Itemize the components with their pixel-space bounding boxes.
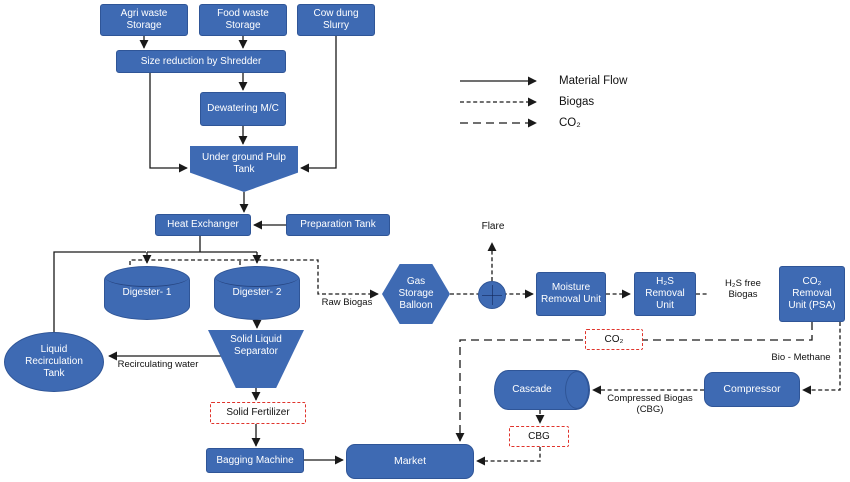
node-food-waste-storage: Food waste Storage: [199, 4, 287, 36]
node-co2-removal-unit-psa: CO₂ Removal Unit (PSA): [779, 266, 845, 322]
label-h2s-free-biogas: H₂S free Biogas: [708, 278, 778, 301]
legend: Material Flow Biogas CO₂: [458, 74, 627, 130]
node-agri-waste-storage: Agri waste Storage: [100, 4, 188, 36]
edge-recirculation-return: [53, 251, 146, 332]
legend-material-flow: Material Flow: [458, 74, 627, 88]
node-dewatering-mc: Dewatering M/C: [200, 92, 286, 126]
label-flare: Flare: [481, 221, 505, 232]
node-bagging-machine: Bagging Machine: [206, 448, 304, 473]
node-solid-fertilizer: Solid Fertilizer: [210, 402, 306, 424]
node-cascade: Cascade: [494, 370, 590, 410]
node-co2-tap: CO₂: [585, 329, 643, 350]
legend-solid-arrow-icon: [460, 76, 537, 86]
node-h2s-removal-unit: H₂S Removal Unit: [634, 272, 696, 316]
edge-co2-to-market: [455, 322, 813, 442]
label-bio-methane: Bio - Methane: [771, 352, 831, 363]
edge-cbg-to-market: [476, 447, 541, 466]
node-digester-1: Digester- 1: [104, 266, 190, 320]
legend-coarse-dash-arrow-icon: [460, 118, 537, 128]
label-compressed-biogas: Compressed Biogas (CBG): [607, 393, 693, 416]
edge-cowdung-to-pulp: [300, 36, 337, 173]
node-cow-dung-slurry: Cow dung Slurry: [297, 4, 375, 36]
edge-shredder-to-pulp: [149, 73, 188, 173]
node-shredder: Size reduction by Shredder: [116, 50, 286, 73]
node-heat-exchanger: Heat Exchanger: [155, 214, 251, 236]
node-moisture-removal-unit: Moisture Removal Unit: [536, 272, 606, 316]
legend-biogas: Biogas: [458, 95, 627, 109]
edge-psa-to-compressor: [802, 322, 841, 395]
node-digester-2: Digester- 2: [214, 266, 300, 320]
label-raw-biogas: Raw Biogas: [321, 297, 373, 308]
label-recirculating-water: Recirculating water: [117, 359, 199, 370]
node-compressor: Compressor: [704, 372, 800, 407]
node-cbg: CBG: [509, 426, 569, 447]
legend-fine-dash-arrow-icon: [460, 97, 537, 107]
legend-co2: CO₂: [458, 116, 627, 130]
node-preparation-tank: Preparation Tank: [286, 214, 390, 236]
edge-rawbiogas-to-balloon: [129, 259, 379, 299]
node-flare-junction: [478, 281, 506, 309]
node-liquid-recirculation-tank: Liquid Recirculation Tank: [4, 332, 104, 392]
node-market: Market: [346, 444, 474, 479]
